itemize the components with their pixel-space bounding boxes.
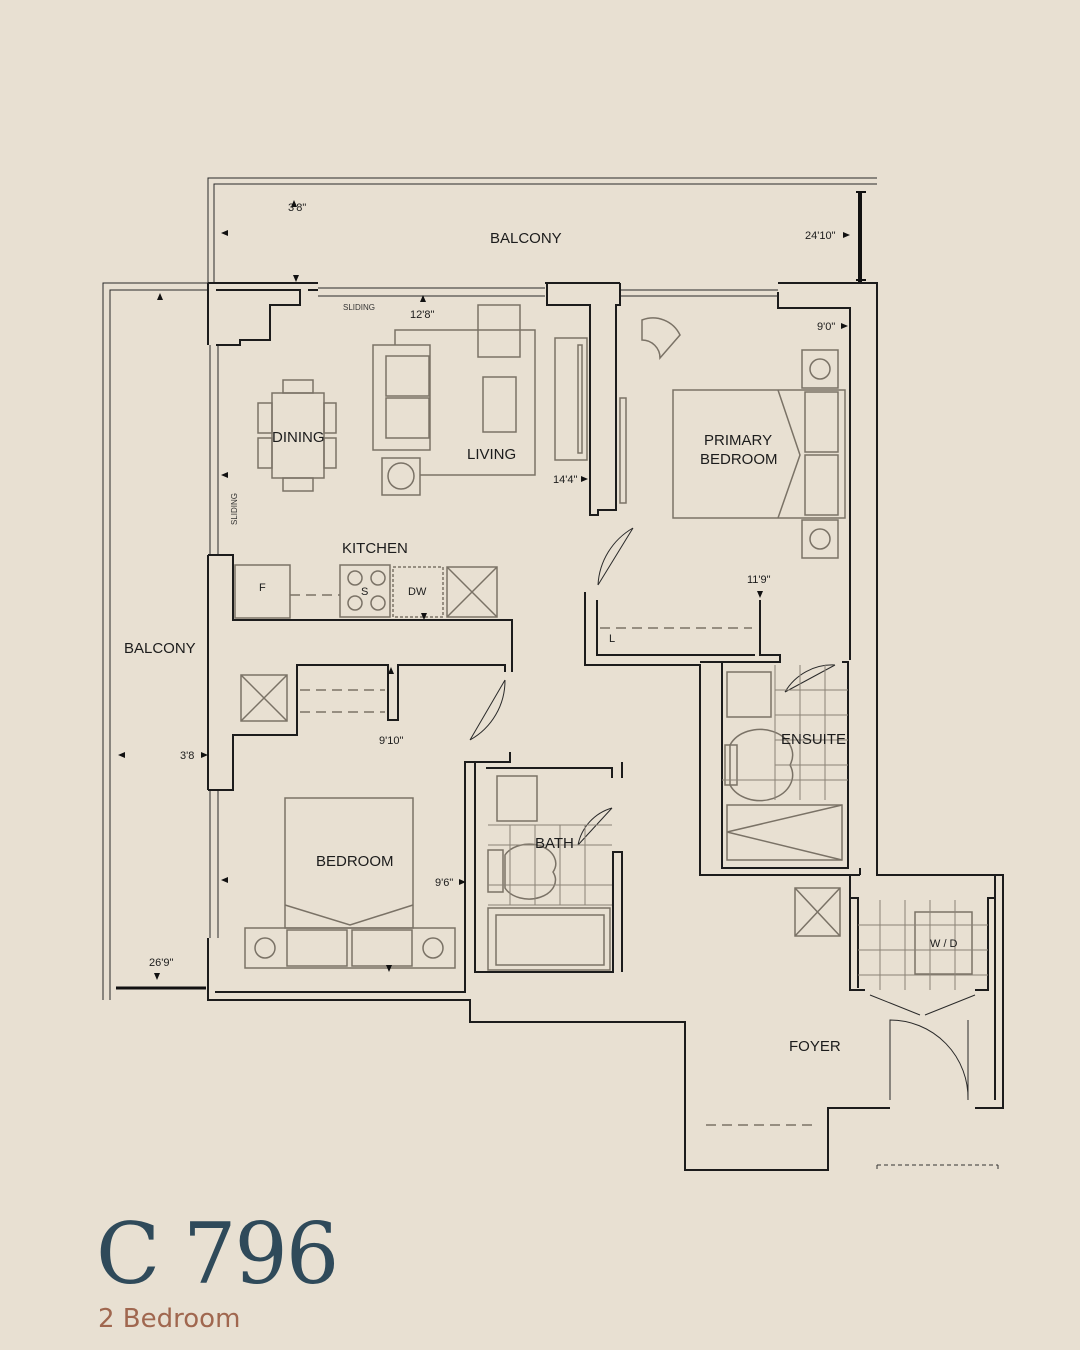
- dim-balcony-top-width: 24'10": [805, 230, 836, 242]
- room-label-balcony-top: BALCONY: [490, 230, 562, 247]
- room-label-bath: BATH: [535, 835, 574, 852]
- room-label-kitchen: KITCHEN: [342, 540, 408, 557]
- fridge-label: F: [259, 582, 266, 594]
- dim-living-width: 12'8": [410, 309, 434, 321]
- dishwasher-label: DW: [408, 586, 427, 598]
- dim-primary-width: 9'0": [817, 321, 835, 333]
- linen-label: L: [609, 633, 615, 645]
- balcony-top-outline: [207, 177, 877, 283]
- dim-primary-depth: 11'9": [747, 574, 771, 586]
- room-label-living: LIVING: [467, 446, 516, 463]
- unit-name: C 796: [96, 1205, 339, 1303]
- room-label-foyer: FOYER: [789, 1038, 841, 1055]
- washer-dryer-label: W / D: [930, 938, 958, 950]
- dim-balcony-left-depth: 3'8: [180, 750, 194, 762]
- dim-bedroom-width: 9'6": [435, 877, 453, 889]
- corridor-marker: [876, 1164, 999, 1172]
- room-label-dining: DINING: [272, 429, 325, 446]
- room-label-ensuite: ENSUITE: [781, 731, 846, 748]
- dimension-arrows: [118, 200, 850, 980]
- exterior-walls: [207, 282, 1004, 1171]
- dim-living-depth: 14'4": [553, 474, 577, 486]
- doors: [469, 527, 976, 1101]
- furniture: [234, 304, 973, 1126]
- sliding-door-label-left: SLIDING: [230, 493, 239, 525]
- room-label-bedroom: BEDROOM: [316, 853, 394, 870]
- interior-walls: [208, 283, 995, 991]
- tile-grids: [488, 665, 988, 990]
- room-label-primary-bedroom-1: PRIMARY: [704, 432, 772, 449]
- sliding-door-label-top: SLIDING: [343, 303, 375, 312]
- balcony-left-outline: [102, 282, 208, 1000]
- dim-bedroom-closet: 9'10": [379, 735, 403, 747]
- stove-label: S: [361, 586, 368, 598]
- unit-type: 2 Bedroom: [98, 1304, 241, 1334]
- room-label-balcony-left: BALCONY: [124, 640, 196, 657]
- dim-balcony-left-length: 26'9": [149, 957, 173, 969]
- dim-balcony-top-depth: 3'8": [288, 202, 306, 214]
- room-label-primary-bedroom-2: BEDROOM: [700, 451, 778, 468]
